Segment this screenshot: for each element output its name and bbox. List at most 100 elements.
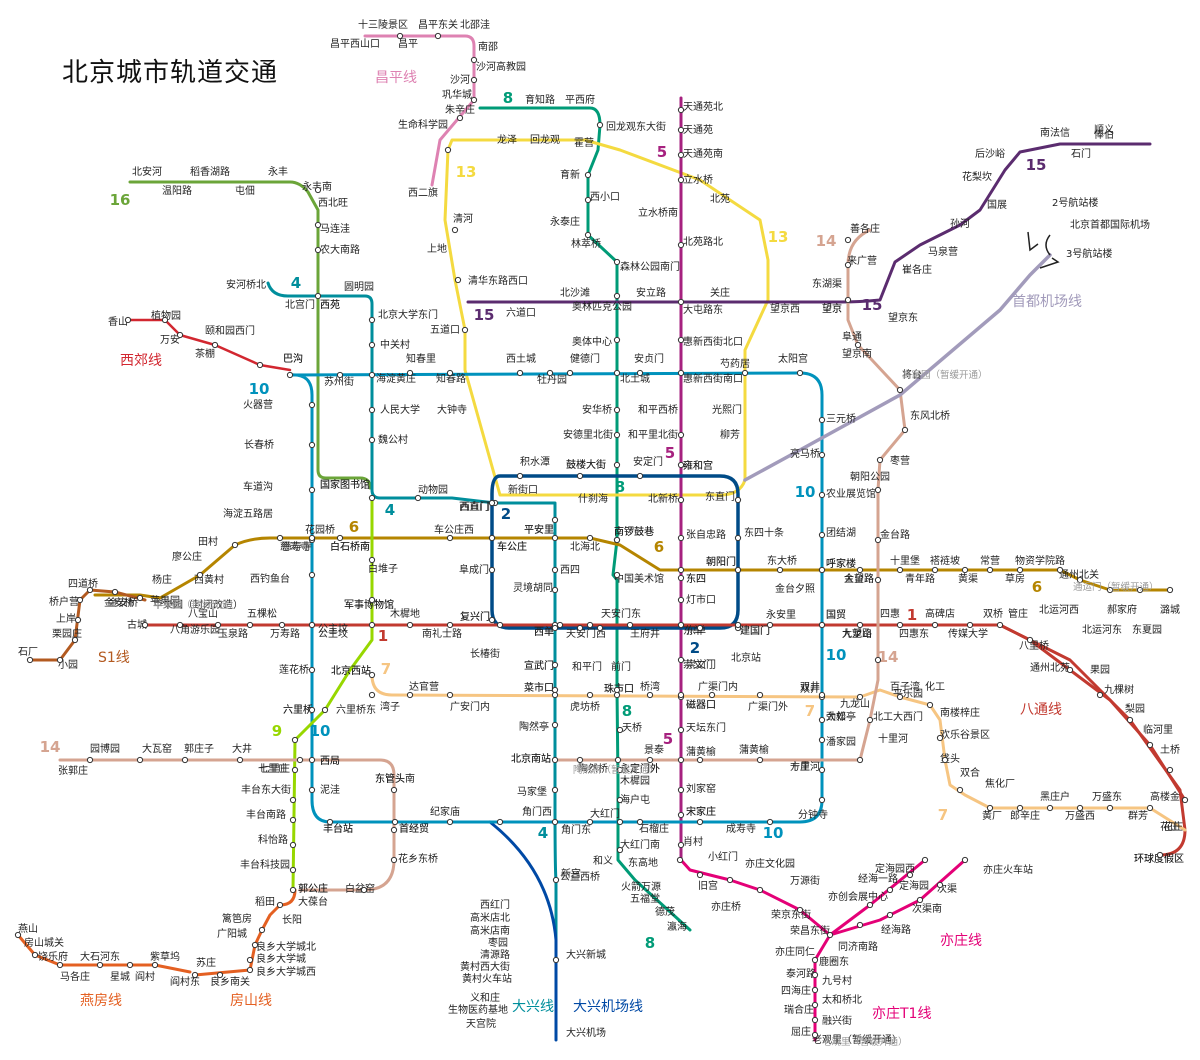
station-dot[interactable] (136, 756, 144, 764)
station-dot[interactable] (584, 231, 592, 239)
station-dot[interactable] (546, 369, 554, 377)
station-label-l16[interactable]: 永丰南 (302, 180, 332, 193)
station-label-l6[interactable]: 车公庄 (497, 540, 527, 553)
station-label-l1[interactable]: 苹果园 (150, 594, 180, 607)
station-dot[interactable] (289, 816, 297, 824)
station-label-l9[interactable]: 国家图书馆 (320, 478, 370, 491)
station-label-l9[interactable]: 白堆子 (368, 562, 398, 575)
station-dot[interactable] (211, 341, 219, 349)
station-label-l5[interactable]: 惠新西街北口 (683, 335, 743, 348)
station-label-batong[interactable]: 九棵树 (1104, 683, 1134, 696)
line-number-l8[interactable]: 8 (615, 478, 625, 496)
line-number-l6[interactable]: 6 (349, 518, 359, 536)
station-label-l14[interactable]: 朝阳公园 (850, 471, 890, 483)
station-label-daxing[interactable]: 黄村火车站 (462, 972, 512, 985)
station-label-yizhuang_t1[interactable]: 定海园 (899, 879, 929, 892)
station-label-xijiao[interactable]: 香山 (108, 316, 128, 328)
station-dot[interactable] (368, 316, 376, 324)
station-dot[interactable] (14, 931, 22, 939)
station-dot[interactable] (446, 691, 454, 699)
station-dot[interactable] (470, 96, 478, 104)
station-dot[interactable] (818, 566, 826, 574)
station-dot[interactable] (86, 586, 94, 594)
station-dot[interactable] (818, 491, 826, 499)
station-label-l9[interactable]: 白石桥南 (330, 540, 370, 553)
station-label-l6[interactable]: 北运河东 (1082, 623, 1122, 636)
station-dot[interactable] (368, 556, 376, 564)
note-pingguoyuan[interactable]: 苹果园（封闭改造） (153, 599, 239, 611)
line-number-l5[interactable]: 5 (657, 143, 667, 161)
line-number-l13[interactable]: 13 (768, 228, 789, 246)
station-dot[interactable] (308, 786, 316, 794)
line-number-l15[interactable]: 15 (474, 306, 495, 324)
station-dot[interactable] (1056, 566, 1064, 574)
station-label-yizhuang[interactable]: 肖村 (683, 835, 703, 848)
station-dot[interactable] (856, 756, 864, 764)
station-dot[interactable] (368, 494, 376, 502)
station-dot[interactable] (74, 616, 82, 624)
station-label-daxing[interactable]: 西红门 (480, 898, 510, 911)
station-dot[interactable] (1046, 804, 1054, 812)
station-label-l8[interactable]: 鼓楼大街 (566, 458, 606, 471)
station-dot[interactable] (289, 841, 297, 849)
station-dot[interactable] (874, 576, 882, 584)
station-label-l4_north[interactable]: 北京南站 (511, 752, 551, 765)
station-dot[interactable] (677, 496, 685, 504)
line-number-l10[interactable]: 10 (249, 380, 270, 398)
station-label-xijiao[interactable]: 颐和园西门 (205, 324, 255, 337)
station-dot[interactable] (616, 796, 624, 804)
station-label-xijiao[interactable]: 万安 (160, 333, 180, 346)
station-dot[interactable] (796, 369, 804, 377)
note-gaojiayuan[interactable]: 高家园（暂缓开通） (902, 369, 988, 381)
station-dot[interactable] (756, 886, 764, 894)
station-dot[interactable] (551, 534, 559, 542)
station-label-l5[interactable]: 北新桥 (648, 492, 678, 505)
station-label-cp[interactable]: 沙河 (450, 74, 470, 86)
station-label-l15[interactable]: 北沙滩 (560, 286, 590, 299)
line-number-l15[interactable]: 15 (862, 296, 883, 314)
station-label-l7[interactable]: 桥湾 (640, 680, 660, 693)
station-label-l7[interactable]: 双井 (800, 680, 820, 693)
station-label-l8[interactable]: 什刹海 (578, 492, 608, 505)
station-label-l10[interactable]: 亮马桥 (790, 447, 820, 460)
station-label-l1[interactable]: 八宝山 (188, 607, 218, 620)
line-number-l8[interactable]: 8 (622, 702, 632, 720)
station-label-s1[interactable]: 栗园庄 (52, 627, 82, 640)
station-dot[interactable] (136, 594, 144, 602)
station-label-cp[interactable]: 西二旗 (408, 186, 438, 199)
station-label-cp[interactable]: 南邵 (478, 40, 498, 53)
line-number-l5[interactable]: 5 (665, 444, 675, 462)
station-label-l10[interactable]: 六里桥 (283, 704, 313, 716)
station-label-l10[interactable]: 潘家园 (826, 735, 856, 748)
station-dot[interactable] (818, 531, 826, 539)
station-label-l1[interactable]: 天安门东 (601, 607, 641, 620)
station-label-cp[interactable]: 北邵洼 (460, 18, 490, 31)
station-dot[interactable] (336, 534, 344, 542)
station-dot[interactable] (390, 826, 398, 834)
station-label-xijiao[interactable]: 茶棚 (195, 347, 215, 360)
station-dot[interactable] (406, 369, 414, 377)
station-label-fangshan[interactable]: 长阳 (282, 914, 302, 926)
station-label-airport[interactable]: 北京首都国际机场 (1070, 218, 1150, 231)
station-dot[interactable] (151, 961, 159, 969)
station-label-l4_north[interactable]: 魏公村 (378, 433, 408, 446)
station-dot[interactable] (931, 621, 939, 629)
station-dot[interactable] (866, 716, 874, 724)
station-label-l2[interactable]: 复兴门 (460, 610, 490, 623)
station-label-l10[interactable]: 三元桥 (826, 413, 856, 425)
station-label-l16[interactable]: 西北旺 (318, 197, 348, 209)
station-label-yizhuang[interactable]: 荣昌东街 (790, 924, 830, 937)
station-dot[interactable] (308, 534, 316, 542)
station-label-l5[interactable]: 天通苑 (683, 123, 713, 136)
station-label-l6[interactable]: 廖公庄 (172, 550, 202, 563)
station-dot[interactable] (326, 818, 334, 826)
station-label-yizhuang_t1[interactable]: 四海庄 (781, 984, 811, 997)
station-label-daxing[interactable]: 黄村西大街 (460, 960, 510, 973)
line-name-yanfang[interactable]: 燕房线 (80, 993, 122, 1009)
station-label-batong[interactable]: 双桥 (983, 608, 1003, 620)
station-dot[interactable] (291, 766, 299, 774)
station-dot[interactable] (289, 866, 297, 874)
station-label-l6[interactable]: 青年路 (905, 572, 935, 585)
station-dot[interactable] (556, 621, 564, 629)
station-dot[interactable] (251, 941, 259, 949)
